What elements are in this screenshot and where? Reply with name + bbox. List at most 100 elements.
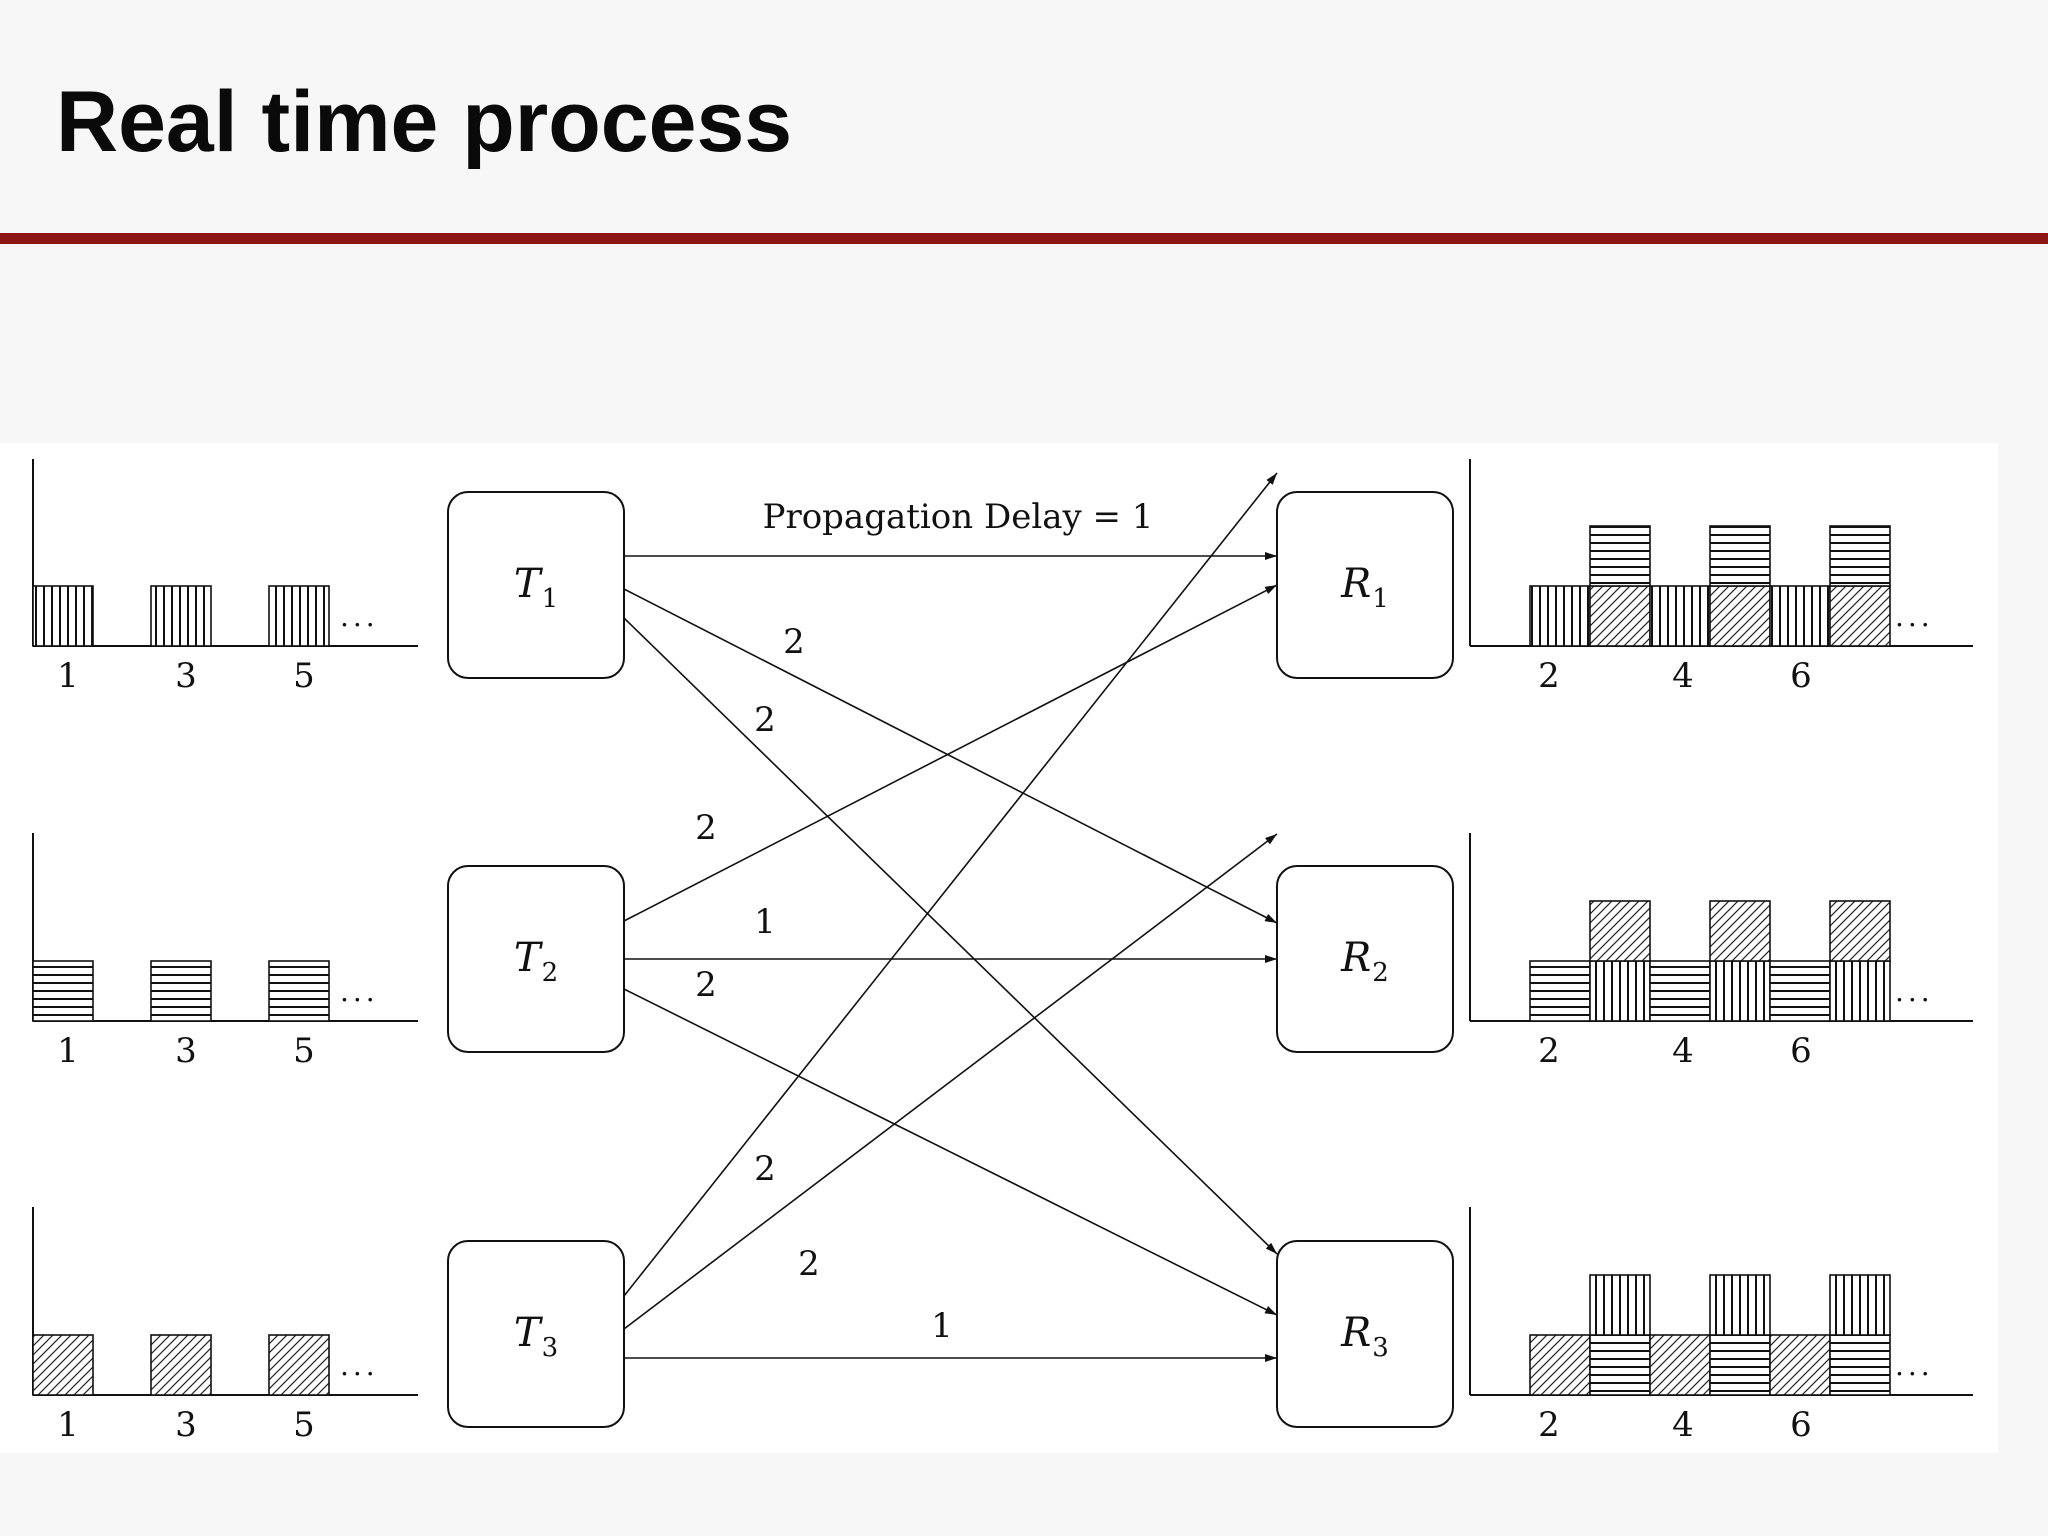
tick-label: 3 [175, 1405, 197, 1445]
packet-block [32, 960, 94, 1022]
tick-label: 6 [1790, 1405, 1812, 1445]
tick-label: 2 [1538, 1405, 1560, 1445]
ellipsis: ... [1895, 975, 1934, 1008]
input-timeline-2: 1 3 5... [32, 833, 418, 1071]
packet-block-stacked [1589, 1274, 1651, 1336]
packet-block [150, 960, 212, 1022]
packet-block-stacked [1829, 525, 1891, 587]
title-divider [0, 233, 2048, 244]
transmitter-box [447, 865, 625, 1053]
packet-block [1769, 585, 1831, 647]
packet-block [1649, 960, 1711, 1022]
packet-block [1529, 585, 1591, 647]
packet-block [268, 1334, 330, 1396]
edge-t3-r2 [623, 833, 1278, 1330]
tick-label: 4 [1672, 1405, 1694, 1445]
receiver-box [1276, 491, 1454, 679]
tick-label: 2 [1538, 656, 1560, 696]
packet-block [1529, 1334, 1591, 1396]
ellipsis: ... [1895, 600, 1934, 633]
tick-label: 2 [1538, 1031, 1560, 1071]
packet-block [268, 960, 330, 1022]
tick-label: 5 [293, 1405, 315, 1445]
input-timeline-3: 1 3 5... [32, 1207, 418, 1445]
transmitter-node-3: T3 [447, 1240, 625, 1428]
packet-block-stacked [1829, 900, 1891, 962]
packet-block-stacked [1709, 900, 1771, 962]
packet-block [1829, 585, 1891, 647]
ellipsis: ... [1895, 1349, 1934, 1382]
packet-block [1769, 1334, 1831, 1396]
edge-t2-r3 [623, 988, 1278, 1316]
packet-block [1649, 585, 1711, 647]
tick-label: 1 [57, 1031, 79, 1071]
packet-block [32, 585, 94, 647]
tick-label: 5 [293, 1031, 315, 1071]
tick-label: 6 [1790, 656, 1812, 696]
packet-block [1589, 960, 1651, 1022]
tick-label: 5 [293, 656, 315, 696]
receiver-label: R3 [1340, 1310, 1389, 1363]
packet-block [1709, 960, 1771, 1022]
receiver-label: R1 [1340, 561, 1389, 614]
packet-block [150, 1334, 212, 1396]
edge-label-t1-r2: 2 [783, 622, 805, 662]
packet-block [1649, 1334, 1711, 1396]
tick-label: 3 [175, 1031, 197, 1071]
transmitter-node-1: T1 [447, 491, 625, 679]
packet-block [1769, 960, 1831, 1022]
ellipsis: ... [340, 600, 379, 633]
edge-label-t1-r3: 2 [754, 700, 776, 740]
edge-t2-r1 [623, 584, 1278, 922]
edge-label-t3-r1: 2 [754, 1149, 776, 1189]
tick-label: 1 [57, 656, 79, 696]
tick-label: 1 [57, 1405, 79, 1445]
edge-label-t3-r3: 1 [931, 1306, 953, 1346]
packet-block-stacked [1589, 525, 1651, 587]
ellipsis: ... [340, 1349, 379, 1382]
packet-block-stacked [1589, 900, 1651, 962]
packet-block [150, 585, 212, 647]
output-timeline-1: 2 4 6... [1469, 459, 1973, 696]
output-timeline-3: 2 4 6... [1469, 1207, 1973, 1445]
packet-block [1589, 1334, 1651, 1396]
transmitter-box [447, 491, 625, 679]
packet-block [1709, 1334, 1771, 1396]
receiver-label: R2 [1340, 935, 1389, 988]
packet-block-stacked [1829, 1274, 1891, 1336]
slide-title: Real time process [56, 74, 793, 170]
receiver-box [1276, 865, 1454, 1053]
tick-label: 3 [175, 656, 197, 696]
packet-block [1829, 960, 1891, 1022]
output-timeline-2: 2 4 6... [1469, 833, 1973, 1071]
packet-block [1589, 585, 1651, 647]
edge-label-t2-r2: 1 [754, 902, 776, 942]
receiver-box [1276, 1240, 1454, 1428]
edge-label-t2-r1: 2 [695, 808, 717, 848]
transmitter-label: T2 [514, 935, 558, 988]
transmitter-box [447, 1240, 625, 1428]
tick-label: 4 [1672, 1031, 1694, 1071]
packet-block [1829, 1334, 1891, 1396]
receiver-node-3: R3 [1276, 1240, 1454, 1428]
packet-block [1529, 960, 1591, 1022]
packet-block [32, 1334, 94, 1396]
packet-block-stacked [1709, 525, 1771, 587]
packet-block [268, 585, 330, 647]
packet-block [1709, 585, 1771, 647]
ellipsis: ... [340, 975, 379, 1008]
transmitter-label: T3 [514, 1310, 558, 1363]
edge-t1-r2 [623, 588, 1278, 924]
transmitter-label: T1 [514, 561, 558, 614]
edge-label-t1-r1: Propagation Delay = 1 [763, 497, 1154, 537]
packet-block-stacked [1709, 1274, 1771, 1336]
edge-label-t2-r3: 2 [695, 965, 717, 1005]
tick-label: 4 [1672, 656, 1694, 696]
edge-t1-r3 [623, 617, 1278, 1255]
input-timeline-1: 1 3 5... [32, 459, 418, 696]
tick-label: 6 [1790, 1031, 1812, 1071]
edge-t3-r1 [623, 472, 1278, 1297]
receiver-node-2: R2 [1276, 865, 1454, 1053]
edge-label-t3-r2: 2 [798, 1244, 820, 1284]
